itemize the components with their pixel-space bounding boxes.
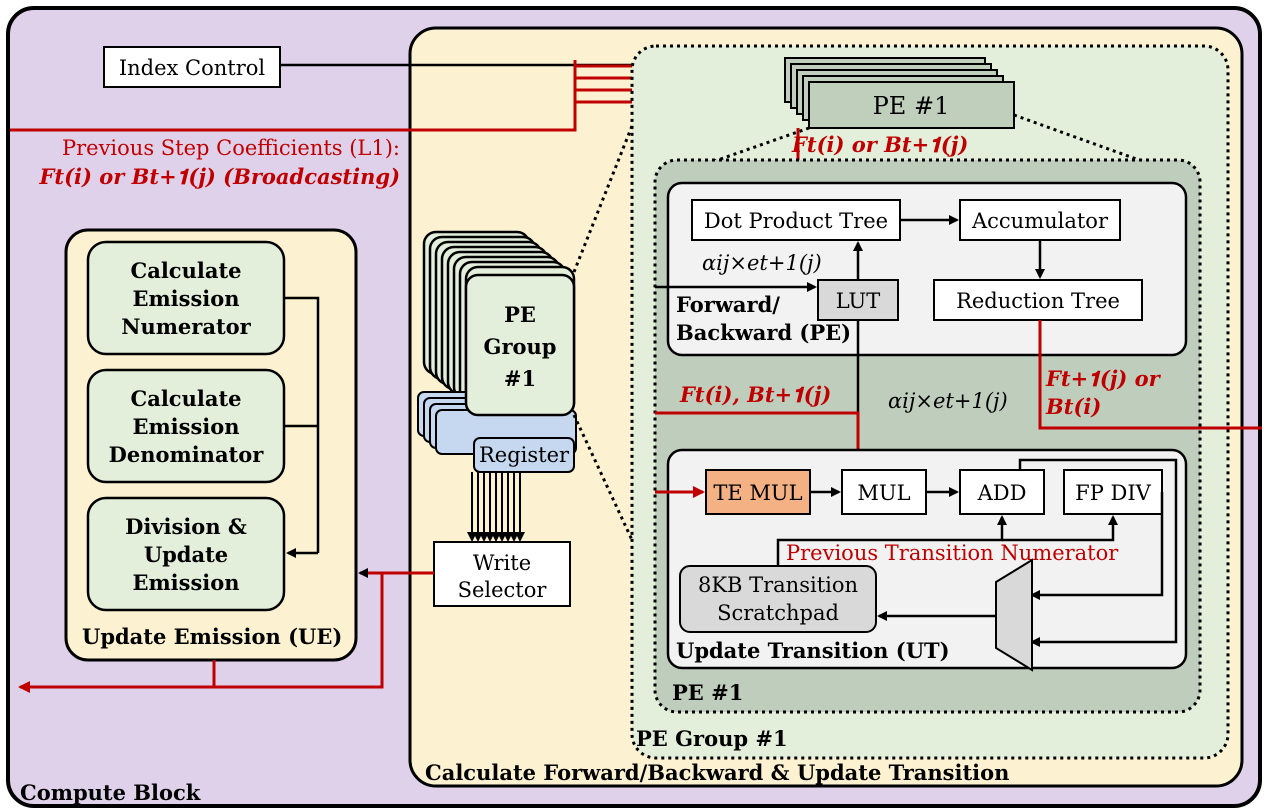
reduction-output-wire (1038, 320, 1262, 430)
lut (817, 279, 899, 321)
calc-forward-backward-label: Calculate Forward/Backward & Update Tran… (425, 760, 1009, 785)
write-selector (433, 541, 571, 607)
pe-group-card-l3: #1 (504, 366, 536, 391)
div-l1: Division & (125, 514, 247, 539)
accumulator-label: Accumulator (971, 209, 1109, 233)
te-mul (705, 469, 811, 515)
fp-div (1063, 469, 1163, 515)
ft-or-bt1-label: 𝑭𝒕(𝒊) or 𝑩𝒕+𝟏(𝒋) (791, 132, 968, 157)
transition-scratchpad (679, 565, 877, 633)
te-mul-label: TE MUL (713, 481, 802, 505)
mul-label: MUL (857, 481, 910, 505)
reduction-tree (933, 279, 1143, 321)
fb-pe-l1: Forward/ (676, 292, 780, 317)
ue-num-wire (284, 296, 320, 553)
prev-coeff-line2: 𝑭𝒕(𝒊) or 𝑩𝒕+𝟏(𝒋) (Broadcasting) (39, 164, 400, 189)
pe-1-stack-label: PE #1 (873, 92, 950, 120)
div-l2: Update (144, 542, 228, 567)
bt-i-label: 𝑩𝒕(𝒊) (1045, 394, 1101, 419)
index-control (103, 46, 281, 88)
write-selector-l2: Selector (458, 578, 548, 602)
pe-group-1-label: PE Group #1 (636, 726, 788, 751)
scratchpad-l2: Scratchpad (717, 601, 839, 625)
div-l3: Emission (132, 570, 239, 595)
alpha-e-label-2: αij×et+1(j) (888, 389, 1008, 413)
calc-den-l3: Denominator (109, 442, 265, 467)
calc-num-l1: Calculate (131, 258, 242, 283)
prev-coeff-line1: Previous Step Coefficients (L1): (62, 136, 400, 160)
prev-trans-to-fpdiv (1002, 515, 1118, 542)
calc-den-l1: Calculate (131, 386, 242, 411)
scratchpad-l1: 8KB Transition (698, 573, 858, 597)
mux (995, 558, 1033, 672)
broadcast-wire (10, 60, 577, 132)
alpha-e-label-1: αij×et+1(j) (702, 251, 822, 275)
write-selector-l1: Write (473, 551, 531, 575)
fpdiv-to-mux (1030, 492, 1164, 600)
pe-1-inner-label: PE #1 (672, 680, 743, 705)
lut-label: LUT (836, 289, 881, 313)
register-bus (467, 472, 525, 542)
pe-group-card-l1: PE (504, 302, 536, 327)
index-control-label: Index Control (119, 56, 266, 80)
add (959, 469, 1045, 515)
fp-div-label: FP DIV (1075, 481, 1152, 505)
ft-bt1-red-label: 𝑭𝒕(𝒊), 𝑩𝒕+𝟏(𝒋) (679, 382, 831, 407)
pe-group-card-front (464, 273, 576, 417)
compute-block-label: Compute Block (20, 780, 201, 805)
ut-label: Update Transition (UT) (676, 638, 950, 663)
mul (841, 469, 927, 515)
update-emission-label: Update Emission (UE) (82, 624, 342, 649)
calc-den-l2: Emission (132, 414, 239, 439)
prev-trans-num-label: Previous Transition Numerator (786, 541, 1119, 565)
pe-group-card-l2: Group (484, 334, 557, 359)
prev-trans-feedback (776, 515, 1007, 566)
output-wire (18, 573, 384, 693)
dot-product-tree-label: Dot Product Tree (704, 209, 888, 233)
zoom-line-top (572, 125, 634, 273)
division-update-emission (86, 496, 286, 612)
add-label: ADD (977, 481, 1027, 505)
pe-1-stack-front (808, 81, 1015, 129)
calc-num-l2: Emission (132, 286, 239, 311)
register-label: Register (479, 443, 570, 467)
add-out-wire (1018, 458, 1178, 647)
ft1-or-label: 𝑭𝒕+𝟏(𝒋) or (1045, 366, 1162, 391)
fb-pe-l2: Backward (PE) (676, 320, 851, 345)
pe-zoom-line-right (1013, 113, 1201, 184)
calc-num-l3: Numerator (121, 314, 251, 339)
zoom-line-bottom (572, 414, 634, 541)
dot-product-tree (691, 199, 901, 241)
reduction-tree-label: Reduction Tree (956, 289, 1120, 313)
